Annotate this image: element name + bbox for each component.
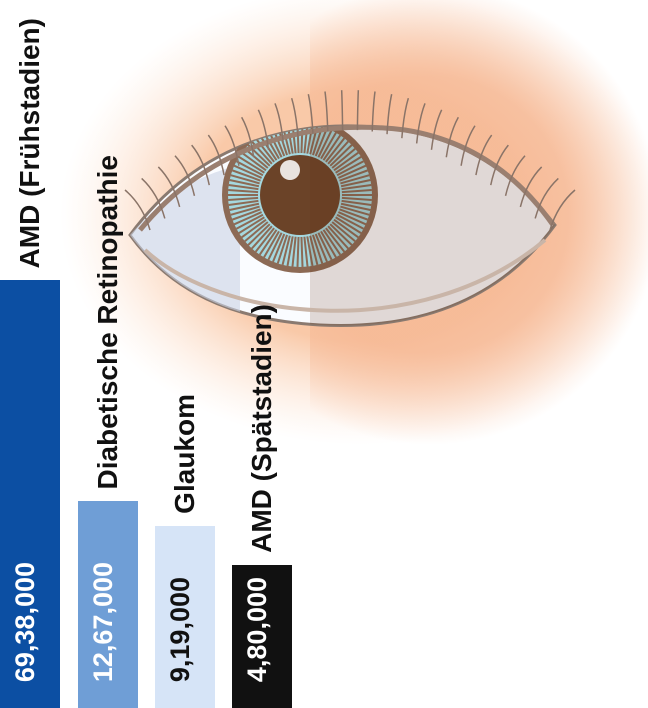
- value-label: 9,19,000: [165, 576, 195, 682]
- category-label: Glaukom: [169, 394, 200, 514]
- value-label: 69,38,000: [10, 561, 40, 682]
- category-label: Diabetische Retinopathie: [92, 154, 123, 490]
- value-label: 12,67,000: [88, 561, 118, 682]
- category-label: AMD (Spätstadien): [246, 304, 277, 553]
- bar: 4,80,000: [232, 564, 292, 708]
- value-label: 4,80,000: [242, 576, 272, 682]
- category-label: AMD (Frühstadien): [14, 17, 45, 269]
- bar: 12,67,000: [78, 501, 138, 708]
- bar: 69,38,000: [0, 280, 60, 708]
- bar: 9,19,000: [155, 525, 215, 708]
